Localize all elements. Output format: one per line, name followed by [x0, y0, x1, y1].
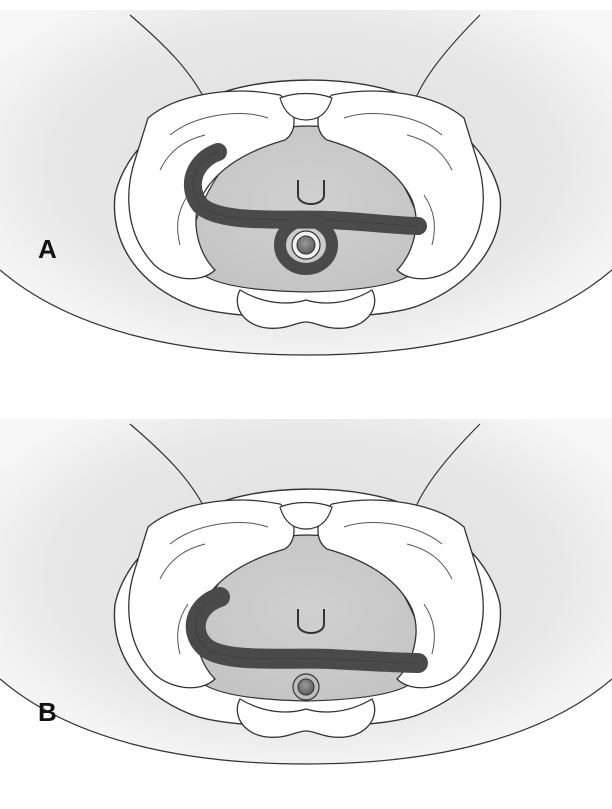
- panel-b: B: [0, 409, 612, 809]
- panel-label-a: A: [38, 236, 57, 262]
- panel-label-b: B: [38, 699, 57, 725]
- stoma-center: [298, 679, 314, 695]
- stoma-center: [297, 236, 315, 254]
- panel-a: A: [0, 0, 612, 400]
- pelvis-illustration-a: [0, 0, 612, 400]
- pelvis-illustration-b: [0, 409, 612, 809]
